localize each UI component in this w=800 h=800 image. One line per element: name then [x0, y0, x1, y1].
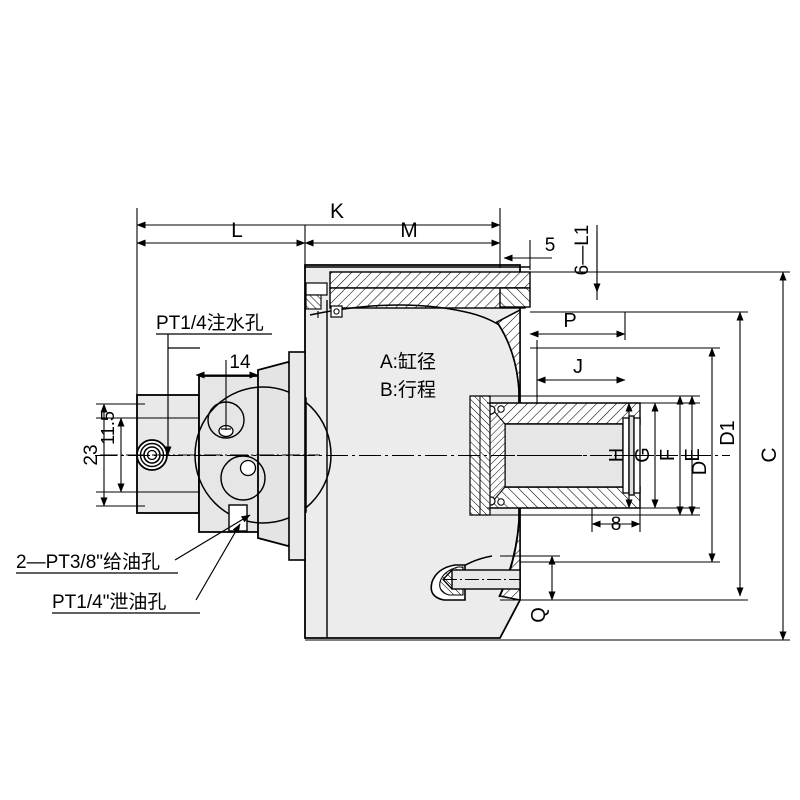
dim-label-E: E	[682, 448, 704, 461]
top-flange-hatch-upper	[329, 271, 531, 289]
shaft-wall-upper	[486, 402, 641, 425]
dim-label-H: H	[606, 448, 628, 462]
ball-bearing-top-2	[497, 405, 505, 413]
cylinder-body-group	[304, 264, 531, 639]
dim-label-11-5: 11.5	[98, 411, 118, 445]
dim-label-C: C	[758, 447, 781, 462]
oil-port-lower-circle	[220, 455, 266, 501]
oil-port-lower-bore	[239, 459, 257, 477]
dimension-right-group	[305, 271, 790, 641]
seal-detail-circle	[333, 308, 340, 315]
leader-oil-supply	[174, 514, 251, 561]
callout-water-port: PT1/4注水孔	[156, 312, 264, 334]
callout-leader-group	[16, 333, 272, 614]
dim-label-M: M	[400, 219, 418, 242]
dim-label-23: 23	[81, 444, 102, 465]
note-stroke: B:行程	[380, 379, 436, 401]
flange-right-step-hatch	[499, 287, 531, 308]
dim-label-Q: Q	[528, 607, 550, 623]
body-outline	[304, 264, 521, 639]
note-bore: A:缸径	[380, 351, 436, 373]
top-flange-hatch-lower	[329, 287, 526, 309]
dim-label-6-L1: 6—L1	[572, 225, 593, 276]
flange-left-hatch	[305, 294, 322, 310]
callout-oil-drain: PT1/4"泄油孔	[52, 591, 166, 613]
callout-oil-supply: 2—PT3/8"给油孔	[16, 551, 160, 573]
dim-label-J: J	[573, 356, 583, 378]
dim-label-L: L	[231, 219, 243, 242]
dim-label-8: 8	[611, 514, 622, 535]
leader-oil-drain	[195, 523, 241, 601]
dimension-left-group	[96, 360, 259, 507]
dim-label-P: P	[563, 310, 576, 332]
drain-tube-end-v	[442, 569, 453, 590]
flange-left-step	[305, 282, 328, 296]
dim-label-D1: D1	[717, 420, 739, 446]
union-mount-plate	[288, 351, 306, 561]
label-group: K L M 5 6—L1 P J 14 8 11.5 23 H G F E D …	[16, 200, 781, 623]
dim-label-F: F	[657, 449, 679, 461]
dim-label-5: 5	[545, 235, 556, 256]
dimension-top-group	[136, 208, 601, 400]
dim-label-G: G	[632, 447, 654, 463]
dim-label-K: K	[330, 200, 344, 223]
shaft-wall-lower	[486, 486, 641, 509]
seal-detail-square	[330, 305, 343, 318]
dim-label-14: 14	[229, 352, 251, 373]
dim-label-D: D	[689, 461, 711, 475]
ball-bearing-bottom-2	[497, 498, 505, 506]
